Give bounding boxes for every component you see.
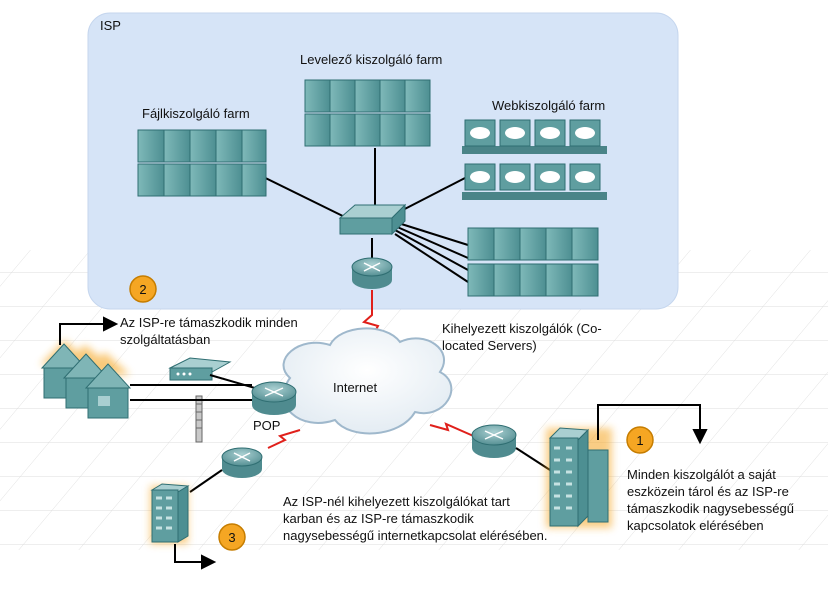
- callout-3-number: 3: [228, 530, 235, 545]
- callout-3-arrow: [174, 544, 217, 570]
- pop-router-link: [267, 429, 301, 449]
- file-farm-label: Fájlkiszolgáló farm: [142, 106, 250, 121]
- isp-links: [244, 148, 469, 283]
- colocated-label: Kihelyezett kiszolgálók (Co-located Serv…: [442, 321, 602, 353]
- callout-1-arrow: [597, 404, 708, 445]
- callout-2-number: 2: [139, 282, 146, 297]
- mail-farm-label: Levelező kiszolgáló farm: [300, 52, 442, 67]
- mail-server-farm: [304, 79, 431, 147]
- router-1-link: [515, 447, 551, 471]
- colo-router-link: [429, 422, 479, 439]
- callout-1-number: 1: [636, 433, 643, 448]
- callout-3-text: Az ISP-nél kihelyezett kiszolgálókat tar…: [283, 494, 548, 543]
- callout-2-badge: 2: [129, 275, 157, 303]
- server-row: [137, 129, 267, 197]
- router-3-icon: [221, 447, 263, 478]
- pop-label: POP: [253, 418, 280, 433]
- large-building-icon: [546, 427, 612, 528]
- web-farm-label: Webkiszolgáló farm: [492, 98, 605, 113]
- internet-label: Internet: [333, 380, 377, 395]
- router-1-icon: [471, 424, 517, 458]
- homes-icon: [40, 340, 132, 419]
- file-server-farm: [137, 129, 267, 197]
- web-cloud-icon: [470, 127, 595, 183]
- callout-3-badge: 3: [218, 523, 246, 551]
- pop-router-icon: [251, 381, 297, 415]
- internet-cloud-icon: [282, 327, 453, 435]
- callout-2-text: Az ISP-re támaszkodik minden szolgáltatá…: [120, 315, 298, 347]
- home-links: [130, 374, 256, 401]
- switch-icon: [338, 203, 407, 236]
- isp-router-icon: [351, 257, 393, 289]
- modem-icon: [168, 357, 232, 381]
- router-3-link: [189, 469, 223, 493]
- tower-icon: [195, 395, 203, 443]
- web-server-farm: [462, 119, 607, 200]
- callout-2-arrow: [59, 316, 119, 345]
- small-building-icon: [150, 483, 190, 544]
- isp-label: ISP: [100, 18, 121, 33]
- colocated-servers: [467, 227, 599, 297]
- callout-1-text: Minden kiszolgálót a saját eszközein tár…: [627, 467, 794, 533]
- callout-1-badge: 1: [626, 426, 654, 454]
